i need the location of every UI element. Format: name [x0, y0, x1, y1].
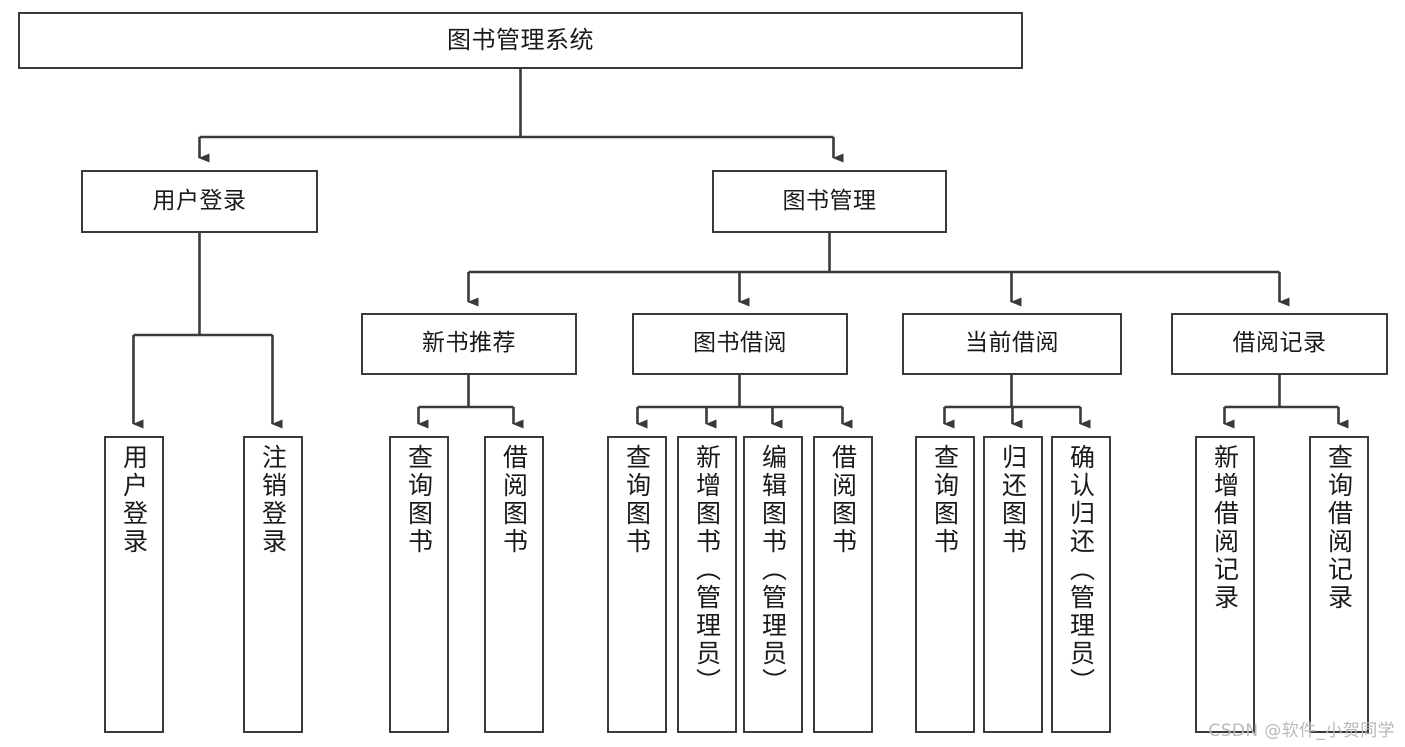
- node-leaf-confirm-return-label: 确认归还（管理员）: [1066, 444, 1096, 696]
- node-current-borrow[interactable]: 当前借阅: [902, 313, 1122, 375]
- node-leaf-query-book-2[interactable]: 查询图书: [607, 436, 667, 733]
- node-leaf-query-book-1-label: 查询图书: [404, 444, 434, 556]
- node-book-management[interactable]: 图书管理: [712, 170, 947, 233]
- node-root-label: 图书管理系统: [447, 26, 594, 55]
- node-new-book-recommend-label: 新书推荐: [422, 330, 516, 357]
- node-leaf-borrow-book-1-label: 借阅图书: [499, 444, 529, 556]
- node-leaf-borrow-book-2-label: 借阅图书: [828, 444, 858, 556]
- node-leaf-query-book-3-label: 查询图书: [930, 444, 960, 556]
- node-book-borrow[interactable]: 图书借阅: [632, 313, 848, 375]
- node-user-login-label: 用户登录: [152, 187, 247, 214]
- node-book-borrow-label: 图书借阅: [693, 330, 787, 357]
- node-leaf-return-book-label: 归还图书: [998, 444, 1028, 556]
- node-leaf-add-record-label: 新增借阅记录: [1210, 444, 1240, 612]
- node-user-login[interactable]: 用户登录: [81, 170, 318, 233]
- node-leaf-edit-book-label: 编辑图书（管理员）: [758, 444, 788, 696]
- node-leaf-borrow-book-1[interactable]: 借阅图书: [484, 436, 544, 733]
- node-leaf-user-login-label: 用户登录: [119, 444, 149, 556]
- node-leaf-user-logout[interactable]: 注销登录: [243, 436, 303, 733]
- node-leaf-query-record[interactable]: 查询借阅记录: [1309, 436, 1369, 733]
- node-root[interactable]: 图书管理系统: [18, 12, 1023, 69]
- node-leaf-query-record-label: 查询借阅记录: [1324, 444, 1354, 612]
- node-borrow-record-label: 借阅记录: [1232, 330, 1327, 357]
- node-leaf-query-book-2-label: 查询图书: [622, 444, 652, 556]
- node-leaf-query-book-1[interactable]: 查询图书: [389, 436, 449, 733]
- node-leaf-add-book[interactable]: 新增图书（管理员）: [677, 436, 737, 733]
- node-leaf-return-book[interactable]: 归还图书: [983, 436, 1043, 733]
- node-borrow-record[interactable]: 借阅记录: [1171, 313, 1388, 375]
- node-leaf-add-book-label: 新增图书（管理员）: [692, 444, 722, 696]
- node-leaf-borrow-book-2[interactable]: 借阅图书: [813, 436, 873, 733]
- node-book-management-label: 图书管理: [782, 187, 877, 214]
- node-leaf-user-logout-label: 注销登录: [258, 444, 288, 556]
- node-leaf-query-book-3[interactable]: 查询图书: [915, 436, 975, 733]
- node-leaf-confirm-return[interactable]: 确认归还（管理员）: [1051, 436, 1111, 733]
- node-new-book-recommend[interactable]: 新书推荐: [361, 313, 577, 375]
- node-leaf-add-record[interactable]: 新增借阅记录: [1195, 436, 1255, 733]
- node-current-borrow-label: 当前借阅: [965, 330, 1059, 357]
- node-leaf-edit-book[interactable]: 编辑图书（管理员）: [743, 436, 803, 733]
- node-leaf-user-login[interactable]: 用户登录: [104, 436, 164, 733]
